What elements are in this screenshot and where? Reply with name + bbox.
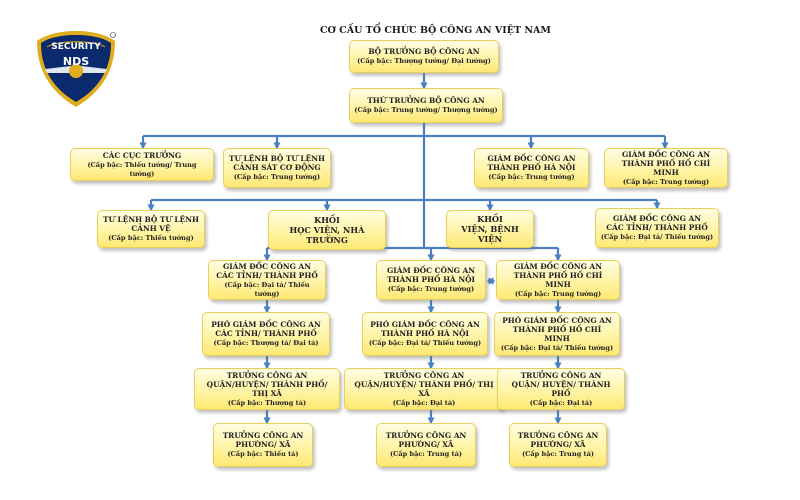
org-box-rank: (Cấp bậc: Đại tá) [392, 398, 456, 407]
org-box-cac-cuc-truong: CÁC CỤC TRƯỞNG(Cấp bậc: Thiếu tướng/ Tru… [70, 148, 214, 181]
svg-text:NDS: NDS [63, 55, 89, 68]
org-box-rank: (Cấp bậc: Đại tá/ Thiếu tướng) [368, 339, 482, 348]
org-box-rank: (Cấp bậc: Trung tướng) [233, 173, 321, 182]
org-box-gd-hcm: GIÁM ĐỐC CÔNG AN THÀNH PHỐ HỒ CHÍ MINH(C… [496, 260, 620, 300]
org-box-rank: (Cấp bậc: Trung tá) [521, 450, 594, 459]
org-box-truong-xa-tinh: TRƯỞNG CÔNG AN PHƯỜNG/ XÃ(Cấp bậc: Thiếu… [213, 423, 313, 467]
org-box-truong-xa-hcm: TRƯỞNG CÔNG AN PHƯỜNG/ XÃ(Cấp bậc: Trung… [509, 423, 607, 467]
org-box-khoi-vien: KHỐI VIỆN, BỆNH VIỆN [446, 210, 534, 248]
org-box-gd-hanoi: GIÁM ĐỐC CÔNG AN THÀNH PHỐ HÀ NỘI(Cấp bậ… [376, 260, 486, 300]
org-box-title: TRƯỞNG CÔNG AN QUẬN/ HUYỆN/ THÀNH PHỐ [511, 370, 611, 398]
org-box-truong-huyen-hcm: TRƯỞNG CÔNG AN QUẬN/ HUYỆN/ THÀNH PHỐ(Cấ… [497, 368, 625, 410]
org-box-rank: (Cấp bậc: Thiếu tướng/ Trung tướng) [87, 161, 197, 178]
org-box-rank: (Cấp bậc: Trung tá) [389, 450, 462, 459]
org-box-gd-tinh-top: GIÁM ĐỐC CÔNG AN CÁC TỈNH/ THÀNH PHỐ(Cấp… [595, 208, 719, 248]
org-box-rank: (Cấp bậc: Trung tướng) [387, 285, 475, 294]
org-box-gd-tinh: GIÁM ĐỐC CÔNG AN CÁC TỈNH/ THÀNH PHỐ(Cấp… [208, 260, 326, 300]
nds-security-logo: SECURITY NDS [33, 29, 119, 109]
org-box-thu-truong: THỨ TRƯỞNG BỘ CÔNG AN(Cấp bậc: Trung tướ… [349, 88, 503, 123]
org-box-rank: (Cấp bậc: Đại tá/ Thiếu tướng) [224, 281, 310, 298]
org-box-pgd-tinh: PHÓ GIÁM ĐỐC CÔNG AN CÁC TỈNH/ THÀNH PHỐ… [202, 312, 330, 356]
org-box-title: PHÓ GIÁM ĐỐC CÔNG AN CÁC TỈNH/ THÀNH PHỐ [211, 320, 321, 339]
org-box-rank: (Cấp bậc: Thượng tá/ Đại tá) [213, 339, 319, 348]
org-box-title: TƯ LỆNH BỘ TƯ LỆNH CẢNH VỆ [102, 215, 199, 234]
org-box-title: GIÁM ĐỐC CÔNG AN CÁC TỈNH/ THÀNH PHỐ [216, 262, 318, 280]
org-box-title: TRƯỞNG CÔNG AN PHƯỜNG/ XÃ [517, 431, 599, 450]
org-box-rank: (Cấp bậc: Thượng tá) [227, 398, 307, 407]
org-box-title: PHÓ GIÁM ĐỐC CÔNG AN THÀNH PHỐ HỒ CHÍ MI… [502, 315, 612, 343]
svg-text:SECURITY: SECURITY [51, 42, 101, 52]
org-box-rank: (Cấp bậc: Đại tá/ Thiếu tướng) [500, 343, 614, 352]
org-box-title: GIÁM ĐỐC CÔNG AN THÀNH PHỐ HỒ CHÍ MINH [621, 149, 711, 177]
org-box-title: TRƯỞNG CÔNG AN QUẬN/HUYỆN/ THÀNH PHỐ/ TH… [206, 370, 328, 398]
org-box-title: GIÁM ĐỐC CÔNG AN THÀNH PHỐ HỒ CHÍ MINH [513, 261, 603, 289]
org-box-pgd-hanoi: PHÓ GIÁM ĐỐC CÔNG AN THÀNH PHỐ HÀ NỘI(Cấ… [362, 312, 488, 356]
org-box-rank: (Cấp bậc: Trung tướng) [488, 173, 575, 182]
org-box-title: KHỐI VIỆN, BỆNH VIỆN [461, 214, 519, 244]
org-box-tu-lenh-canh-ve: TƯ LỆNH BỘ TƯ LỆNH CẢNH VỆ(Cấp bậc: Thiế… [97, 210, 205, 248]
org-box-rank: (Cấp bậc: Trung tướng/ Thượng tướng) [354, 106, 498, 115]
org-box-pgd-hcm: PHÓ GIÁM ĐỐC CÔNG AN THÀNH PHỐ HỒ CHÍ MI… [494, 312, 620, 356]
org-box-title: GIÁM ĐỐC CÔNG AN THÀNH PHỐ HÀ NỘI [487, 154, 576, 173]
org-box-gd-hanoi-top: GIÁM ĐỐC CÔNG AN THÀNH PHỐ HÀ NỘI(Cấp bậ… [474, 148, 589, 188]
org-box-tu-lenh-csd: TƯ LỆNH BỘ TƯ LỆNH CẢNH SÁT CƠ ĐỘNG(Cấp … [223, 148, 331, 188]
org-box-title: THỨ TRƯỞNG BỘ CÔNG AN [367, 96, 485, 106]
org-box-truong-huyen-tinh: TRƯỞNG CÔNG AN QUẬN/HUYỆN/ THÀNH PHỐ/ TH… [194, 368, 340, 410]
org-box-rank: (Cấp bậc: Đại tá) [529, 398, 593, 407]
org-box-title: BỘ TRƯỞNG BỘ CÔNG AN [368, 47, 480, 57]
chart-title: CƠ CẤU TỔ CHỨC BỘ CÔNG AN VIỆT NAM [320, 25, 551, 36]
org-box-rank: (Cấp bậc: Trung tướng) [514, 289, 602, 298]
org-box-truong-xa-hanoi: TRƯỞNG CÔNG AN PHƯỜNG/ XÃ(Cấp bậc: Trung… [376, 423, 476, 467]
org-box-truong-huyen-hanoi: TRƯỞNG CÔNG AN QUẬN/HUYỆN/ THÀNH PHỐ/ TH… [344, 368, 504, 410]
org-box-gd-hcm-top: GIÁM ĐỐC CÔNG AN THÀNH PHỐ HỒ CHÍ MINH(C… [604, 148, 728, 188]
org-box-bo-truong: BỘ TRƯỞNG BỘ CÔNG AN(Cấp bậc: Thượng tướ… [349, 40, 499, 73]
org-box-title: KHỐI HỌC VIỆN, NHÀ TRƯỜNG [289, 215, 365, 245]
org-box-title: PHÓ GIÁM ĐỐC CÔNG AN THÀNH PHỐ HÀ NỘI [370, 320, 480, 339]
org-box-title: TRƯỞNG CÔNG AN PHƯỜNG/ XÃ [385, 431, 467, 450]
org-box-title: GIÁM ĐỐC CÔNG AN THÀNH PHỐ HÀ NỘI [386, 266, 476, 285]
org-box-rank: (Cấp bậc: Thiếu tá) [227, 450, 299, 459]
org-box-rank: (Cấp bậc: Thượng tướng/ Đại tướng) [357, 57, 491, 66]
org-box-rank: (Cấp bậc: Trung tướng) [622, 177, 710, 186]
org-box-title: TƯ LỆNH BỘ TƯ LỆNH CẢNH SÁT CƠ ĐỘNG [228, 154, 325, 173]
org-box-khoi-hoc-vien: KHỐI HỌC VIỆN, NHÀ TRƯỜNG [268, 210, 386, 250]
org-box-rank: (Cấp bậc: Đại tá/ Thiếu tướng) [600, 233, 714, 242]
org-box-title: CÁC CỤC TRƯỞNG [102, 151, 182, 160]
org-box-rank: (Cấp bậc: Thiếu tướng) [108, 234, 194, 243]
org-box-title: TRƯỞNG CÔNG AN QUẬN/HUYỆN/ THÀNH PHỐ/ TH… [354, 370, 494, 398]
org-box-title: TRƯỞNG CÔNG AN PHƯỜNG/ XÃ [222, 431, 304, 450]
org-box-title: GIÁM ĐỐC CÔNG AN CÁC TỈNH/ THÀNH PHỐ [606, 214, 708, 233]
